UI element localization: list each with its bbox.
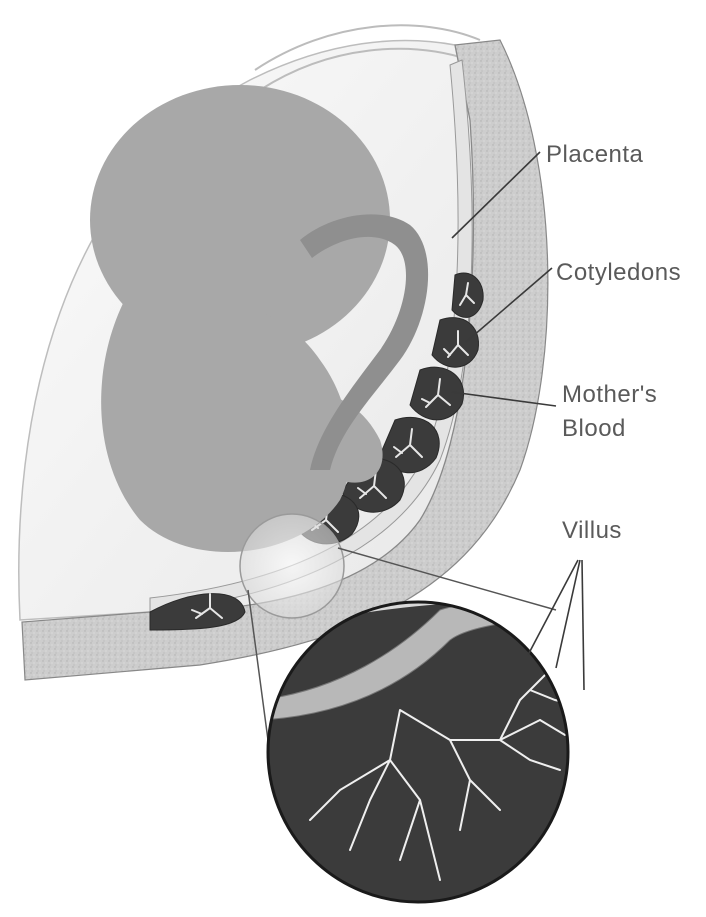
cotyledon (432, 318, 479, 368)
label-cotyledons: Cotyledons (556, 259, 681, 286)
label-mothers-blood-line1: Mother's (562, 381, 657, 408)
label-mothers-blood-line2: Blood (562, 415, 626, 442)
villus-leader-1 (528, 560, 578, 655)
cotyledon (410, 367, 464, 420)
label-villus: Villus (562, 517, 622, 544)
villus-leader-3 (582, 560, 584, 690)
magnifier-lens (240, 514, 344, 618)
villus-leader-2 (556, 560, 580, 668)
label-placenta: Placenta (546, 141, 644, 168)
